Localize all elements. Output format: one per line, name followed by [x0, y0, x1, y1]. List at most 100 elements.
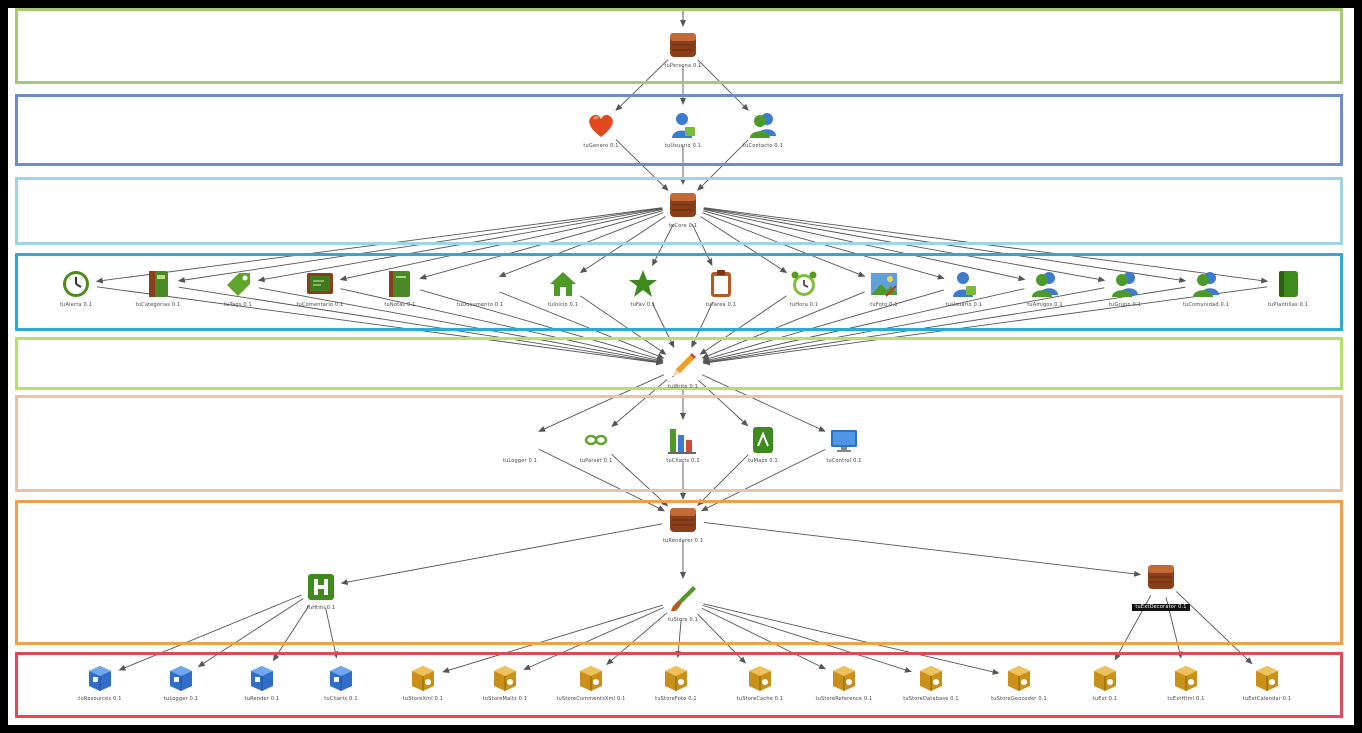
node-n1[interactable]: tuAlerta 0.1: [31, 268, 121, 309]
node-n10[interactable]: tuHora 0.1: [759, 268, 849, 309]
node-render[interactable]: tuRenderer 0.1: [638, 504, 728, 545]
layer-band-2: [15, 94, 1343, 166]
node-label: tuContacto 0.1: [743, 143, 783, 149]
node-label: tuPersona 0.1: [664, 63, 702, 69]
users-icon: [1032, 272, 1058, 297]
notebook-icon: [389, 271, 410, 297]
node-label: tuStore 0.1: [667, 617, 699, 623]
node-n2[interactable]: tuCategorias 0.1: [113, 268, 203, 309]
edge-n5-write: [420, 289, 664, 362]
edge-write-logger: [538, 374, 665, 432]
edge-n2-write: [178, 286, 664, 365]
node-persona[interactable]: tuPersona 0.1: [638, 29, 728, 70]
node-y1[interactable]: tuStoreXml 0.1: [378, 662, 468, 703]
node-n11[interactable]: tuFoto 0.1: [839, 268, 929, 309]
node-n3[interactable]: tuTags 0.1: [193, 268, 283, 309]
node-y7[interactable]: tuStoreDatabase 0.1: [886, 662, 976, 703]
node-n4[interactable]: tuComentario 0.1: [275, 268, 365, 309]
layer-band-3: [15, 177, 1343, 245]
node-n9[interactable]: tuTarea 0.1: [676, 268, 766, 309]
node-y5[interactable]: tuStoreCache 0.1: [715, 662, 805, 703]
node-link[interactable]: tuParser 0.1: [551, 424, 641, 465]
users-icon: [1193, 272, 1219, 297]
node-y6[interactable]: tuStoreReference 0.1: [799, 662, 889, 703]
node-label: tuRender 0.1: [244, 696, 280, 702]
node-y10[interactable]: tuExtHtml 0.1: [1141, 662, 1231, 703]
node-b1[interactable]: tuResources 0.1: [55, 662, 145, 703]
node-chart[interactable]: tuCharts 0.1: [638, 424, 728, 465]
node-label: tuStoreCache 0.1: [736, 696, 784, 702]
node-grp1[interactable]: tuContacto 0.1: [718, 109, 808, 150]
node-label: tuStoreReference 0.1: [815, 696, 873, 702]
package-icon: [920, 666, 942, 691]
edge-brush-y7: [702, 604, 912, 673]
node-label: tuStoreCommentsXml 0.1: [556, 696, 626, 702]
node-label: tuGenero 0.1: [583, 143, 619, 149]
box-icon: [670, 508, 696, 532]
node-logger[interactable]: tuLogger 0.1: [475, 424, 565, 465]
node-label: tuAlerta 0.1: [59, 302, 93, 308]
node-maps[interactable]: tuMaps 0.1: [718, 424, 808, 465]
node-label: tuGrupo 0.1: [1108, 302, 1142, 308]
box-icon: [1148, 565, 1174, 589]
package-icon: [412, 666, 434, 691]
home-icon: [550, 272, 576, 296]
node-n16[interactable]: tuPlantillas 0.1: [1243, 268, 1333, 309]
node-usr1[interactable]: tuUsuario 0.1: [638, 109, 728, 150]
edge-link-render: [611, 453, 669, 507]
node-n14[interactable]: tuGrupo 0.1: [1080, 268, 1170, 309]
node-n7[interactable]: tuInicio 0.1: [518, 268, 608, 309]
node-b4[interactable]: tuCharts 0.1: [296, 662, 386, 703]
edge-n4-write: [340, 288, 664, 363]
node-y3[interactable]: tuStoreCommentsXml 0.1: [546, 662, 636, 703]
clipboard-icon: [711, 270, 731, 297]
node-label: tuUsuario 0.1: [664, 143, 702, 149]
node-label: tuControl 0.1: [826, 458, 862, 464]
package-icon: [665, 666, 687, 691]
node-label: tuCharts 0.1: [324, 696, 358, 702]
node-write[interactable]: tuWrite 0.1: [638, 350, 728, 391]
node-n8[interactable]: tuFav 0.1: [598, 268, 688, 309]
node-y4[interactable]: tuStoreFoto 0.1: [631, 662, 721, 703]
edge-n1-write: [96, 286, 664, 366]
node-y8[interactable]: tuStoreGeocoder 0.1: [974, 662, 1064, 703]
blue-box-icon: [170, 666, 192, 691]
node-core[interactable]: tuCore 0.1: [638, 189, 728, 230]
package-icon: [580, 666, 602, 691]
node-y9[interactable]: tuExt 0.1: [1060, 662, 1150, 703]
node-label: tuTags 0.1: [224, 302, 252, 308]
node-b3[interactable]: tuRender 0.1: [217, 662, 307, 703]
node-ext[interactable]: tuExtDecorator 0.1: [1116, 561, 1206, 612]
edge-html-b4: [325, 607, 339, 659]
node-y2[interactable]: tuStoreMaltz 0.1: [460, 662, 550, 703]
node-label: tuFav 0.1: [630, 302, 656, 308]
node-n12[interactable]: tuUsuario 0.1: [919, 268, 1009, 309]
node-n13[interactable]: tuAmigos 0.1: [1000, 268, 1090, 309]
node-n6[interactable]: tuDocumento 0.1: [435, 268, 525, 309]
chalkboard-icon: [307, 273, 333, 294]
node-label: tuExt 0.1: [1092, 696, 1118, 702]
node-y11[interactable]: tuExtCalendar 0.1: [1222, 662, 1312, 703]
node-heart[interactable]: tuGenero 0.1: [556, 109, 646, 150]
edge-brush-y4: [675, 619, 682, 659]
node-html[interactable]: tuHtml 0.1: [276, 571, 366, 612]
node-label: tuExtHtml 0.1: [1167, 696, 1205, 702]
node-b2[interactable]: tuLogger 0.1: [136, 662, 226, 703]
package-icon: [833, 666, 855, 691]
edge-persona-grp1: [697, 59, 749, 111]
edge-persona-heart: [615, 59, 669, 112]
node-n15[interactable]: tuComunidad 0.1: [1161, 268, 1251, 309]
edge-n7-write: [580, 295, 667, 355]
package-icon: [1008, 666, 1030, 691]
link-icon: [584, 434, 608, 446]
node-label: tuRenderer 0.1: [662, 538, 704, 544]
node-monitor[interactable]: tuControl 0.1: [799, 424, 889, 465]
node-n5[interactable]: tuNotas 0.1: [355, 268, 445, 309]
edge-n14-write: [702, 287, 1105, 365]
edge-render-html: [340, 523, 663, 586]
node-brush[interactable]: tuStore 0.1: [638, 583, 728, 624]
layer-band-5: [15, 337, 1343, 390]
edge-brush-y6: [701, 607, 827, 670]
node-label: tuNotas 0.1: [384, 302, 416, 308]
